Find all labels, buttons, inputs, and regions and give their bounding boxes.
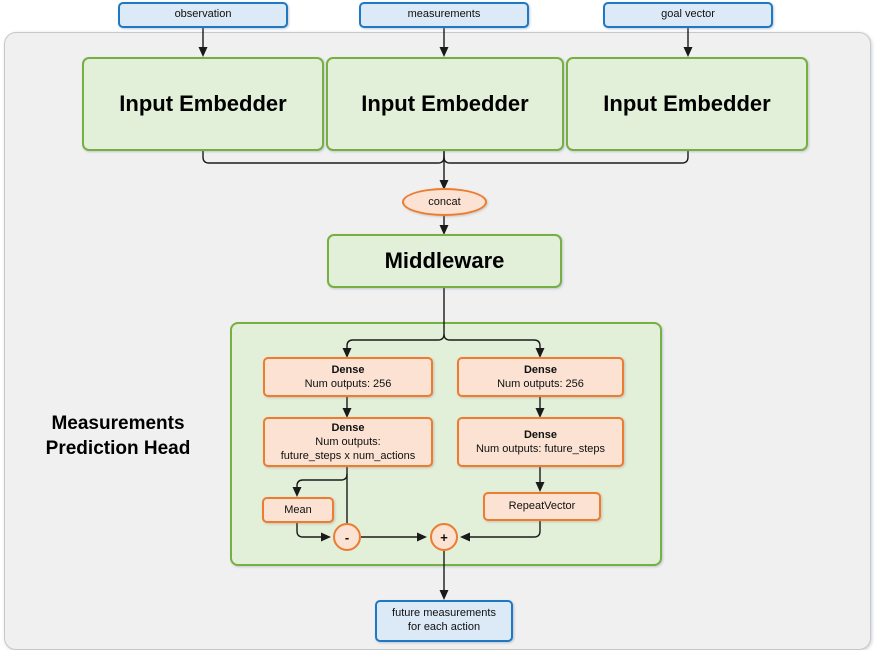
repeat-vector-label: RepeatVector (508, 500, 576, 513)
dense-left-2-detail-line-1: Num outputs: (315, 435, 381, 448)
measurements-prediction-head-label: Measurements Prediction Head (18, 412, 218, 461)
add-operator-label: + (440, 529, 448, 545)
output-future-measurements[interactable]: future measurements for each action (375, 600, 513, 642)
concat-label: concat (428, 196, 461, 208)
input-embedder-1[interactable]: Input Embedder (82, 57, 324, 151)
dense-left-1-title: Dense (331, 363, 365, 376)
middleware-label: Middleware (384, 248, 505, 273)
input-measurements-label: measurements (407, 8, 481, 21)
dense-right-2[interactable]: Dense Num outputs: future_steps (457, 417, 624, 467)
concat-node[interactable]: concat (402, 188, 487, 216)
output-line-1: future measurements (392, 607, 496, 620)
input-goal-vector-label: goal vector (661, 8, 715, 21)
dense-right-1-detail: Num outputs: 256 (497, 378, 584, 390)
mean-node[interactable]: Mean (262, 497, 334, 523)
repeat-vector-node[interactable]: RepeatVector (483, 492, 601, 521)
head-label-line-2: Prediction Head (45, 437, 191, 459)
input-observation-label: observation (174, 8, 232, 21)
dense-left-2-detail-line-2: future_steps x num_actions (280, 450, 416, 463)
input-embedder-2-label: Input Embedder (361, 91, 529, 116)
input-embedder-3-label: Input Embedder (603, 91, 771, 116)
subtract-operator-label: - (344, 529, 350, 545)
add-operator[interactable]: + (430, 523, 458, 551)
middleware-node[interactable]: Middleware (327, 234, 562, 288)
input-embedder-3[interactable]: Input Embedder (566, 57, 808, 151)
dense-right-2-title: Dense (523, 428, 558, 441)
input-embedder-2[interactable]: Input Embedder (326, 57, 564, 151)
output-line-2: for each action (407, 621, 481, 633)
head-label-line-1: Measurements (51, 413, 185, 434)
dense-right-1[interactable]: Dense Num outputs: 256 (457, 357, 624, 397)
dense-left-2-title: Dense (331, 421, 365, 434)
input-observation[interactable]: observation (118, 2, 288, 28)
dense-right-2-detail: Num outputs: future_steps (475, 443, 605, 455)
dense-left-2[interactable]: Dense Num outputs: future_steps x num_ac… (263, 417, 433, 467)
input-embedder-1-label: Input Embedder (119, 91, 287, 116)
dense-left-1-detail: Num outputs: 256 (304, 378, 392, 390)
mean-label: Mean (284, 503, 312, 516)
subtract-operator[interactable]: - (333, 523, 361, 551)
dense-right-1-title: Dense (523, 363, 558, 376)
input-goal-vector[interactable]: goal vector (603, 2, 773, 28)
dense-left-1[interactable]: Dense Num outputs: 256 (263, 357, 433, 397)
input-measurements[interactable]: measurements (359, 2, 529, 28)
